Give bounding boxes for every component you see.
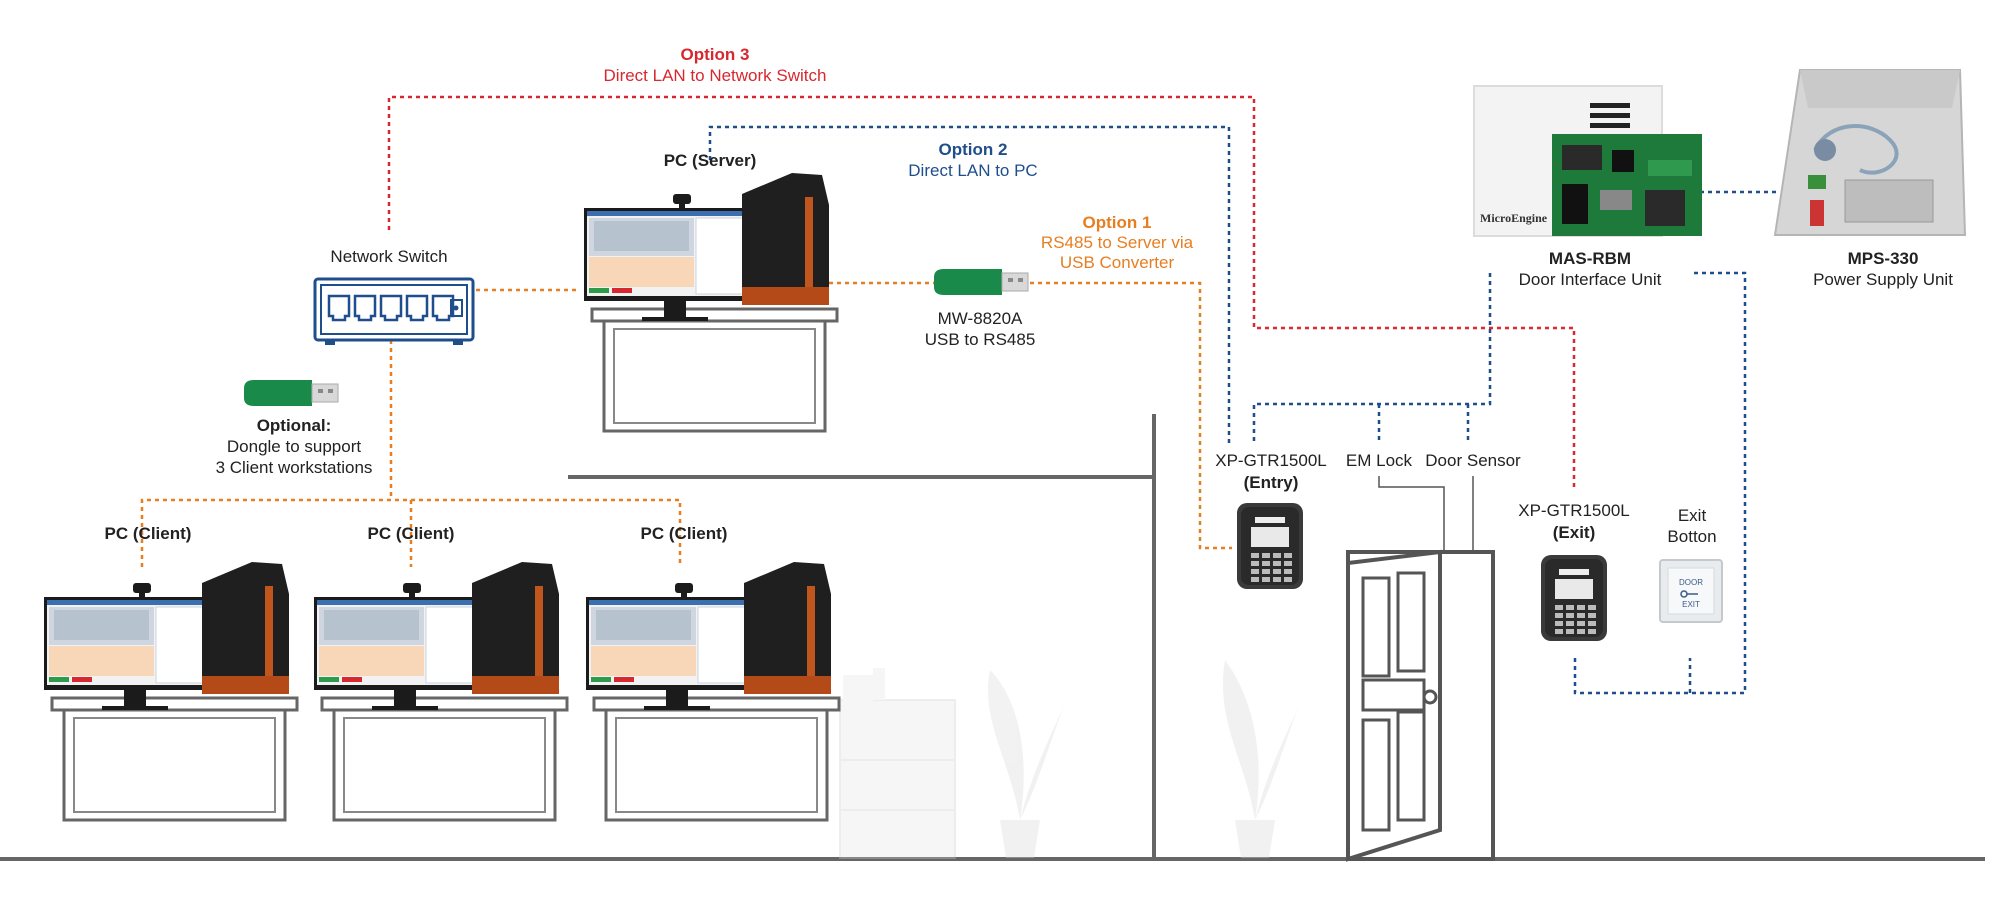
client-pc-2 xyxy=(312,560,569,822)
option3-desc: Direct LAN to Network Switch xyxy=(604,66,827,85)
mas-rbm-controller: MicroEngine xyxy=(1473,85,1702,237)
door xyxy=(1346,549,1495,862)
controller-desc: Door Interface Unit xyxy=(1519,270,1662,289)
controller-brand: MicroEngine xyxy=(1480,211,1548,225)
exit-button-face-line2: EXIT xyxy=(1682,600,1700,609)
network-switch-label: Network Switch xyxy=(330,247,447,266)
mps-330-power-supply xyxy=(1773,69,1967,236)
option2-desc: Direct LAN to PC xyxy=(908,161,1037,180)
entry-reader-role: (Entry) xyxy=(1244,473,1299,492)
exit-button-label-line1: Exit xyxy=(1678,506,1707,525)
converter-desc: USB to RS485 xyxy=(925,330,1036,349)
building-outline xyxy=(0,414,1985,861)
option2-connection xyxy=(708,125,1231,445)
option2-title: Option 2 xyxy=(939,140,1008,159)
controller-model: MAS-RBM xyxy=(1549,249,1631,268)
license-dongle xyxy=(243,379,339,407)
option1-desc-line1: RS485 to Server via xyxy=(1041,233,1194,252)
exit-button-face-line1: DOOR xyxy=(1679,578,1703,587)
client-pc-3 xyxy=(584,560,841,822)
client-label-3: PC (Client) xyxy=(641,524,728,543)
power-supply-desc: Power Supply Unit xyxy=(1813,270,1953,289)
option1-title: Option 1 xyxy=(1083,213,1152,232)
option3-connection xyxy=(387,95,1576,487)
power-supply-model: MPS-330 xyxy=(1848,249,1919,268)
exit-button: DOOR EXIT xyxy=(1659,559,1723,623)
exit-reader-model: XP-GTR1500L xyxy=(1518,501,1630,520)
server-pc xyxy=(582,171,839,433)
em-lock-leader xyxy=(1378,476,1474,552)
decor-cabinet xyxy=(839,668,956,859)
decor-plant-left xyxy=(987,670,1070,858)
converter-model: MW-8820A xyxy=(938,309,1023,328)
entry-reader xyxy=(1237,503,1303,589)
exit-button-label-line2: Botton xyxy=(1667,527,1716,546)
door-sensor-label: Door Sensor xyxy=(1425,451,1521,470)
dongle-desc-line1: Dongle to support xyxy=(227,437,361,456)
client-label-2: PC (Client) xyxy=(368,524,455,543)
exit-reader-role: (Exit) xyxy=(1553,523,1596,542)
em-lock-label: EM Lock xyxy=(1346,451,1413,470)
usb-converter xyxy=(933,268,1029,296)
server-label: PC (Server) xyxy=(664,151,757,170)
door-unit-wiring xyxy=(1252,190,1780,695)
dongle-title: Optional: xyxy=(257,416,332,435)
entry-reader-model: XP-GTR1500L xyxy=(1215,451,1327,470)
dongle-desc-line2: 3 Client workstations xyxy=(216,458,373,477)
lan-connections xyxy=(140,288,682,567)
option3-title: Option 3 xyxy=(681,45,750,64)
network-switch xyxy=(313,277,475,345)
exit-reader xyxy=(1541,555,1607,641)
client-label-1: PC (Client) xyxy=(105,524,192,543)
decor-plant-right xyxy=(1222,660,1305,858)
option1-connection xyxy=(829,281,1232,550)
client-pc-1 xyxy=(42,560,299,822)
option1-desc-line2: USB Converter xyxy=(1060,253,1175,272)
